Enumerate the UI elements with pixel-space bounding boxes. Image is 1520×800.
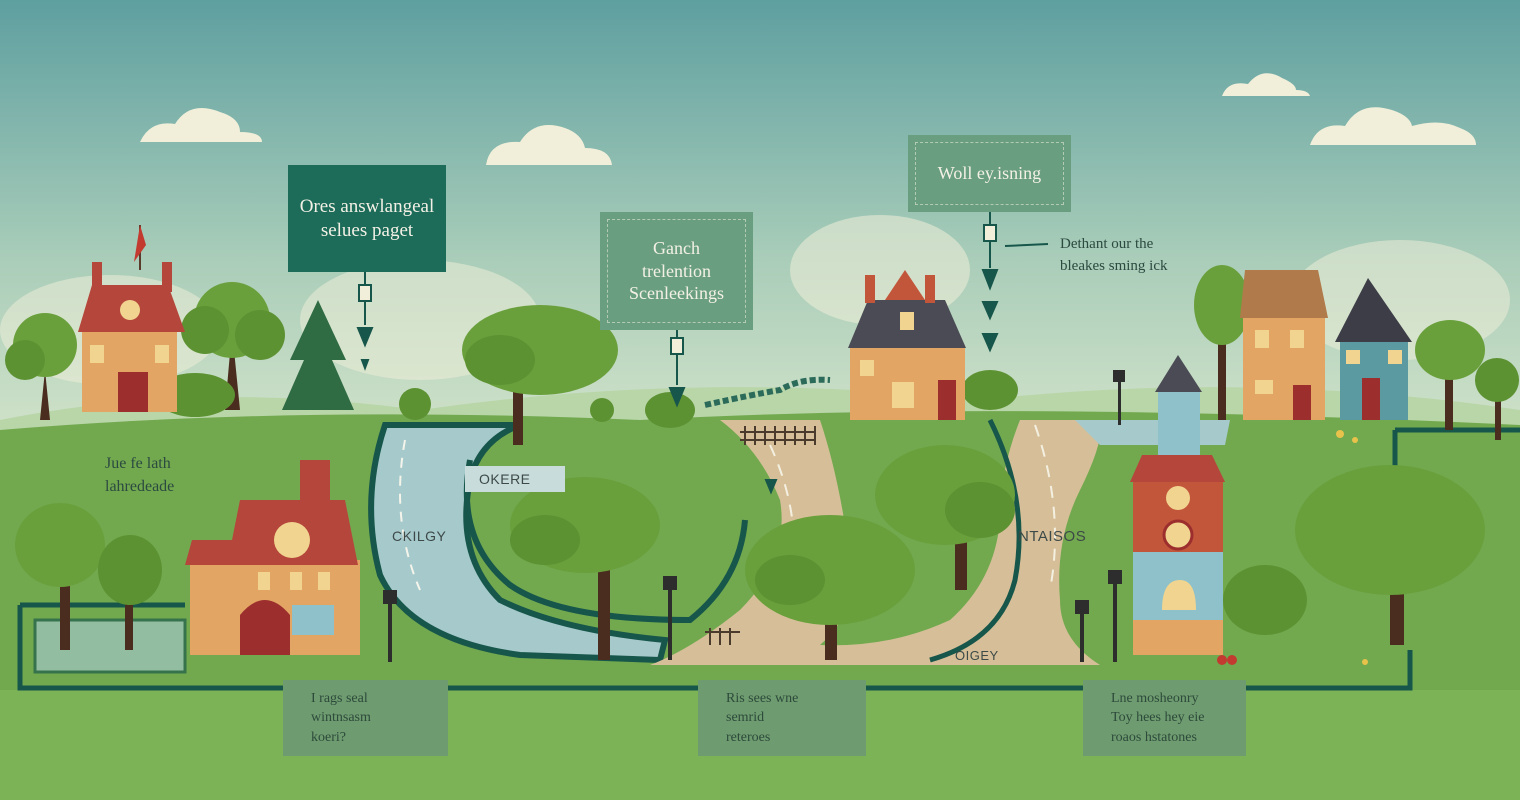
bottom-box-middle-line3: reteroes [726,729,771,745]
bottom-box-middle: Ris sees wne semrid reteroes [698,680,866,756]
tower-house [1130,355,1225,655]
houses-right [1240,270,1412,420]
note-left-mid-line1: Jue fe lath [105,455,171,472]
road-edge [929,418,1022,663]
house-center [848,270,966,420]
side-canal [1075,420,1230,445]
lamp-posts [383,370,1125,662]
callout-middle-line1: Ganch [653,238,700,259]
house-top-left [78,225,185,412]
label-cklgy: CKILGY [392,528,447,544]
label-okere: OKERE [465,466,565,492]
note-right-top: Dethant our the bleakes sming ick [1060,234,1167,278]
river-dash [399,439,421,591]
callout-right: Woll ey.isning [908,135,1071,212]
label-oigey: OIGEY [955,648,999,663]
callout-middle: Ganch trelention Scenleekings [600,212,753,330]
road [650,420,1101,665]
callout-right-line1: Woll ey.isning [937,163,1042,184]
bottom-box-left-line2: wintnsasm [311,710,371,726]
road-dash [1034,424,1056,591]
bottom-box-right: Lne mosheonry Toy hees hey eie roaos hst… [1083,680,1246,756]
callout-left: Ores answlangeal selues paget [288,165,446,272]
bottom-box-left-line3: koeri? [311,729,346,745]
flowers [1217,430,1368,665]
fence [705,426,816,645]
note-left-mid: Jue fe lath lahredeade [105,452,174,498]
label-ntaisos: NTAISOS [1018,528,1087,545]
note-right-top-line2: bleakes sming ick [1060,257,1168,274]
bottom-box-middle-line1: Ris sees wne [726,690,799,706]
callout-left-line1: Ores answlangeal [299,195,435,217]
bottom-box-left: I rags seal wintnsasm koeri? [283,680,448,756]
bottom-box-right-line1: Lne mosheonry [1111,690,1199,706]
trees [5,265,1519,660]
bottom-box-left-line1: I rags seal [311,690,368,706]
callout-middle-line3: Scenleekings [629,283,724,304]
callout-left-line2: selues paget [320,219,414,241]
house-bottom-left [185,460,360,655]
note-left-mid-line2: lahredeade [105,478,175,496]
bottom-box-right-line2: Toy hees hey eie [1111,710,1205,726]
chain-bridge [704,376,831,408]
bottom-box-middle-line2: semrid [726,710,765,726]
river-arc [463,459,748,624]
connectors [356,200,1049,495]
note-right-top-line1: Dethant our the [1060,236,1154,252]
callout-middle-line2: trelention [642,260,711,281]
bottom-box-right-line3: roaos hstatones [1111,729,1197,745]
